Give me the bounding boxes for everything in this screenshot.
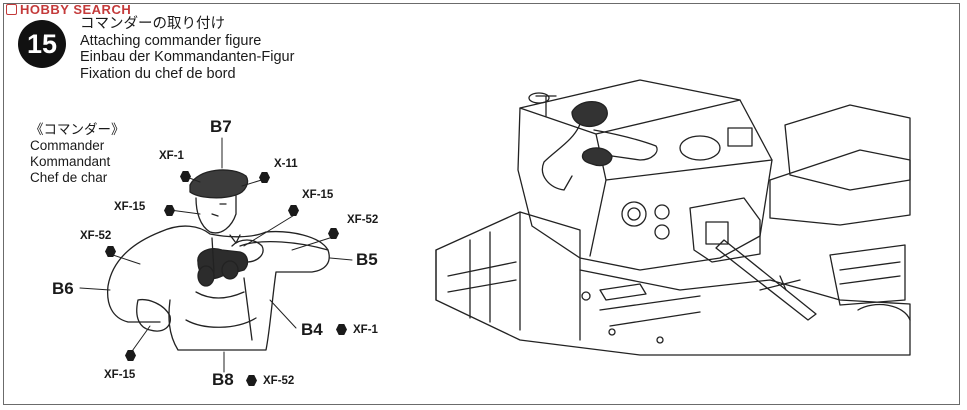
paint-marker-icon bbox=[328, 228, 339, 239]
legend-en: Commander bbox=[30, 138, 105, 153]
watermark-text: HOBBY SEARCH bbox=[20, 2, 132, 17]
paint-marker-icon bbox=[288, 205, 299, 216]
paint-marker-icon bbox=[246, 375, 257, 386]
figure-legend: 《コマンダー》 Commander Kommandant Chef de cha… bbox=[30, 122, 125, 186]
part-label-b7: B7 bbox=[210, 117, 232, 136]
instruction-frame bbox=[3, 3, 960, 405]
paint-marker-icon bbox=[164, 205, 175, 216]
part-label-b6: B6 bbox=[52, 279, 74, 298]
step-title-en: Attaching commander figure bbox=[80, 32, 262, 49]
part-label-b5: B5 bbox=[356, 250, 378, 269]
watermark: HOBBY SEARCH bbox=[6, 2, 131, 17]
paint-label: XF-15 bbox=[114, 201, 146, 213]
paint-marker-icon bbox=[259, 172, 270, 183]
legend-jp: 《コマンダー》 bbox=[30, 122, 125, 137]
paint-label: XF-52 bbox=[347, 214, 379, 226]
part-label-b8: B8 bbox=[212, 370, 234, 389]
turret-drawing bbox=[435, 79, 911, 356]
step-number: 15 bbox=[18, 20, 66, 68]
step-title: コマンダーの取り付け Attaching commander figure Ei… bbox=[80, 16, 294, 82]
paint-label: XF-52 bbox=[80, 230, 112, 242]
paint-label: X-11 bbox=[274, 158, 298, 170]
step-title-de: Einbau der Kommandanten-Figur bbox=[80, 49, 295, 65]
paint-marker-icon bbox=[105, 246, 116, 257]
paint-label: XF-1 bbox=[353, 324, 378, 336]
part-label-b4: B4 bbox=[301, 320, 323, 339]
legend-fr: Chef de char bbox=[30, 170, 108, 185]
step-title-fr: Fixation du chef de bord bbox=[80, 65, 236, 82]
paint-marker-icon bbox=[336, 324, 347, 335]
paint-label: XF-15 bbox=[104, 369, 136, 381]
paint-marker-icon bbox=[180, 171, 191, 182]
paint-label: XF-52 bbox=[263, 375, 295, 387]
paint-label: XF-15 bbox=[302, 189, 334, 201]
watermark-icon bbox=[6, 4, 17, 15]
legend-de: Kommandant bbox=[30, 154, 111, 169]
paint-label: XF-1 bbox=[159, 150, 184, 162]
step-title-jp: コマンダーの取り付け bbox=[80, 16, 225, 32]
commander-figure-drawing bbox=[106, 169, 330, 351]
paint-marker-icon bbox=[125, 350, 136, 361]
